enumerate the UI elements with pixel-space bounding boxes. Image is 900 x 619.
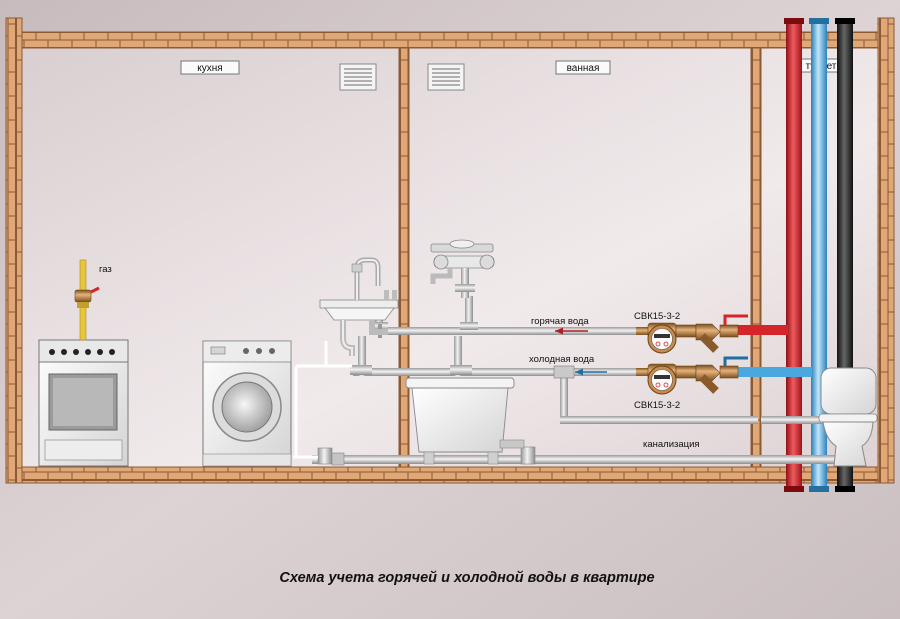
ball-valve-icon: [719, 365, 739, 379]
gas-stove-icon: [38, 339, 129, 467]
cold-water-line: [350, 336, 825, 424]
bathroom-label: ванная: [567, 63, 600, 74]
gas-supply: газ: [74, 259, 112, 341]
sink-icon: [319, 257, 399, 356]
cold-water-label: холодная вода: [529, 354, 595, 365]
vent-grille-icon: [339, 63, 377, 91]
toilet-icon: [818, 367, 878, 467]
strainer-filter-icon: [699, 374, 719, 394]
room-tag-bathroom: ванная: [555, 60, 611, 75]
washing-machine-icon: [202, 340, 292, 467]
sewer-label: канализация: [643, 439, 700, 450]
bathtub-icon: [405, 377, 525, 465]
flow-arrows: [555, 327, 607, 376]
washer-hoses: [293, 341, 352, 459]
cold-meter-label: СВК15-3-2: [634, 400, 680, 411]
diagram-caption: Схема учета горячей и холодной воды в кв…: [279, 570, 654, 586]
strainer-filter-icon: [699, 333, 719, 353]
vent-grille-icon: [427, 63, 465, 91]
brick-walls: [5, 17, 895, 484]
gas-label: газ: [99, 264, 112, 275]
hot-water-meter-assembly: СВК15-3-2: [634, 311, 748, 354]
hot-water-label: горячая вода: [531, 316, 589, 327]
cold-water-meter-assembly: СВК15-3-2: [634, 356, 748, 411]
shower-mixer-icon: [430, 239, 495, 298]
sewer-pipe: [312, 446, 836, 466]
gas-valve-icon: [74, 289, 92, 303]
room-tag-kitchen: кухня: [180, 60, 240, 75]
kitchen-label: кухня: [197, 63, 222, 74]
ball-valve-icon: [719, 324, 739, 338]
hot-meter-label: СВК15-3-2: [634, 311, 680, 322]
